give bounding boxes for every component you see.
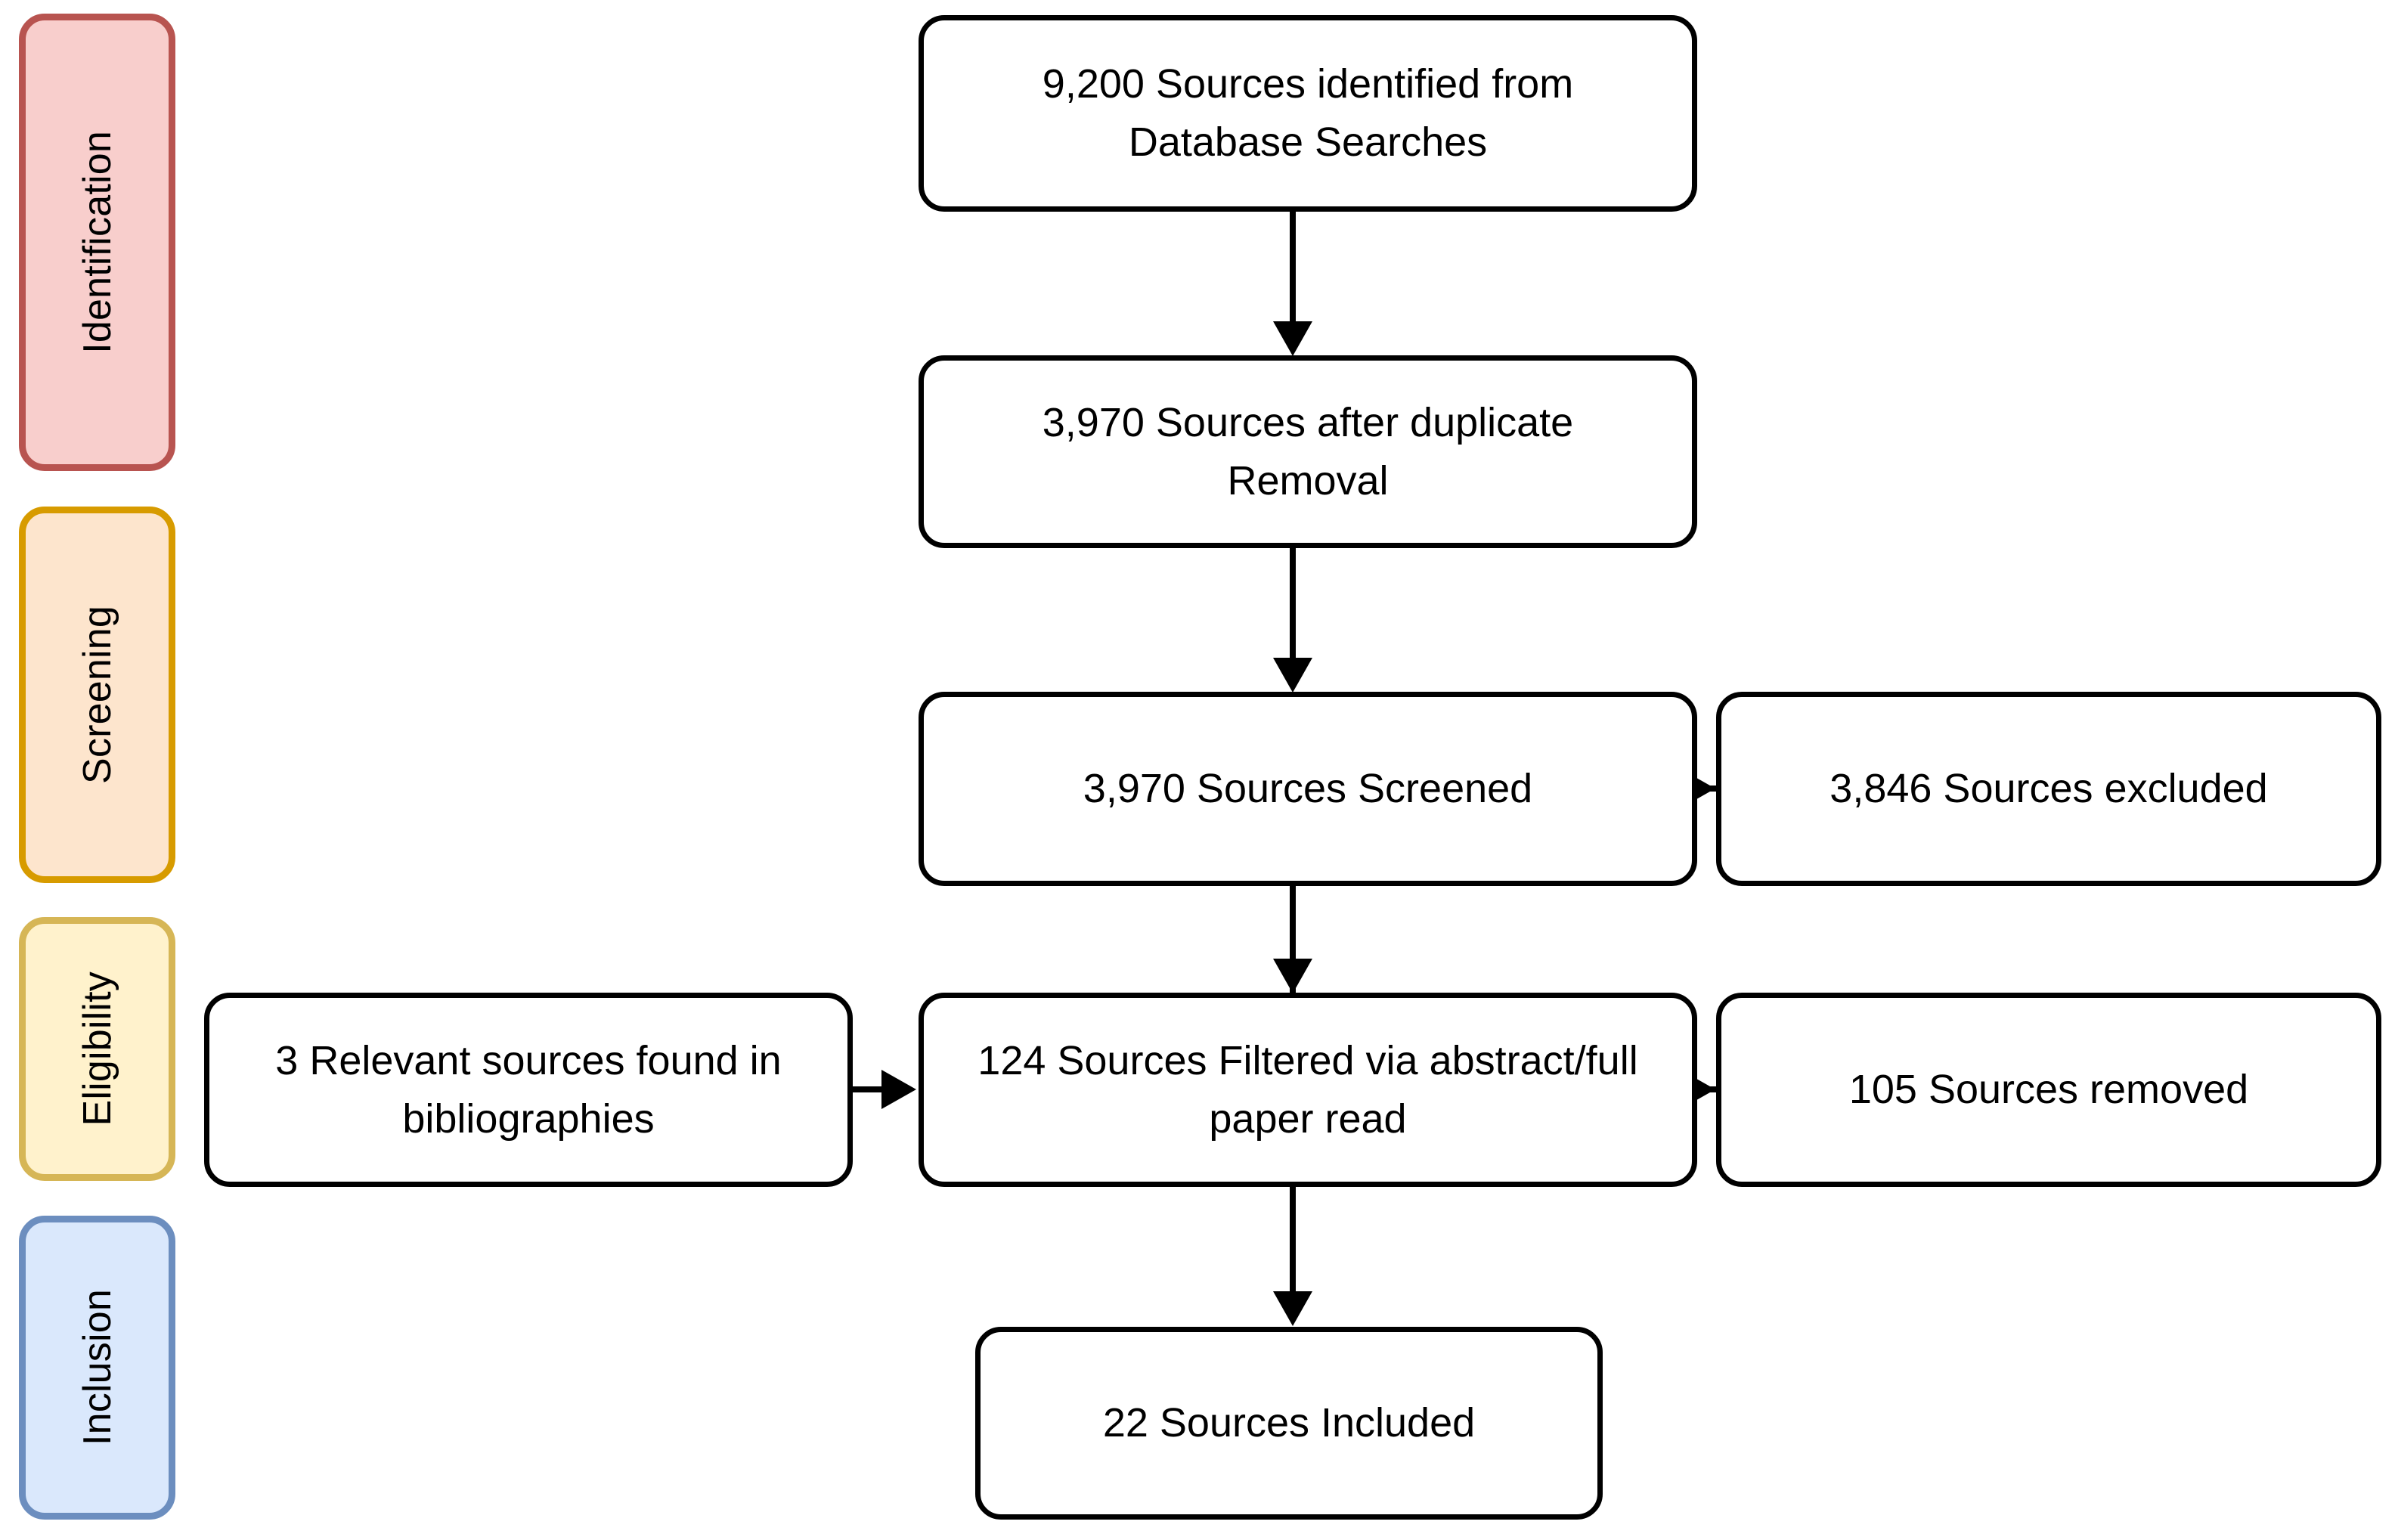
node-sources-removed[interactable]: 105 Sources removed	[1716, 993, 2381, 1187]
node-sources-screened-label: 3,970 Sources Screened	[1083, 766, 1533, 812]
edge-bibliographies-to-filtered-arrowhead	[881, 1070, 916, 1109]
edge-after-duplicates-to-screened-line	[1290, 548, 1296, 662]
edge-filtered-to-included-arrowhead	[1273, 1291, 1312, 1326]
edge-identified-to-after-duplicates-arrowhead	[1273, 321, 1312, 356]
stage-identification-label: Identification	[75, 131, 119, 354]
node-sources-included[interactable]: 22 Sources Included	[975, 1327, 1603, 1520]
node-sources-after-duplicate-removal-label: 3,970 Sources after duplicate Removal	[1042, 399, 1574, 504]
stage-screening: Screening	[19, 507, 175, 883]
edge-filtered-to-included-line	[1290, 1187, 1296, 1297]
edge-screened-to-filtered-line	[1290, 886, 1296, 996]
node-sources-identified[interactable]: 9,200 Sources identified from Database S…	[919, 15, 1697, 212]
stage-inclusion: Inclusion	[19, 1216, 175, 1520]
stage-eligibility: Eligibility	[19, 917, 175, 1181]
node-relevant-sources-bibliographies-label: 3 Relevant sources found in bibliographi…	[275, 1037, 782, 1142]
stage-identification: Identification	[19, 14, 175, 471]
node-sources-excluded-label: 3,846 Sources excluded	[1829, 766, 2268, 812]
stage-eligibility-label: Eligibility	[75, 971, 119, 1126]
node-sources-filtered-label: 124 Sources Filtered via abstract/full p…	[977, 1037, 1638, 1142]
stage-inclusion-label: Inclusion	[75, 1289, 119, 1446]
node-sources-excluded[interactable]: 3,846 Sources excluded	[1716, 692, 2381, 886]
node-sources-after-duplicate-removal[interactable]: 3,970 Sources after duplicate Removal	[919, 355, 1697, 548]
node-relevant-sources-bibliographies[interactable]: 3 Relevant sources found in bibliographi…	[204, 993, 853, 1187]
edge-after-duplicates-to-screened-arrowhead	[1273, 658, 1312, 693]
stage-screening-label: Screening	[75, 606, 119, 784]
node-sources-screened[interactable]: 3,970 Sources Screened	[919, 692, 1697, 886]
node-sources-removed-label: 105 Sources removed	[1848, 1067, 2249, 1113]
edge-identified-to-after-duplicates-line	[1290, 212, 1296, 327]
node-sources-included-label: 22 Sources Included	[1102, 1400, 1476, 1446]
node-sources-identified-label: 9,200 Sources identified from Database S…	[1042, 61, 1574, 165]
edge-bibliographies-to-filtered-line	[853, 1086, 886, 1092]
node-sources-filtered[interactable]: 124 Sources Filtered via abstract/full p…	[919, 993, 1697, 1187]
edge-screened-to-filtered-arrowhead	[1273, 959, 1312, 993]
